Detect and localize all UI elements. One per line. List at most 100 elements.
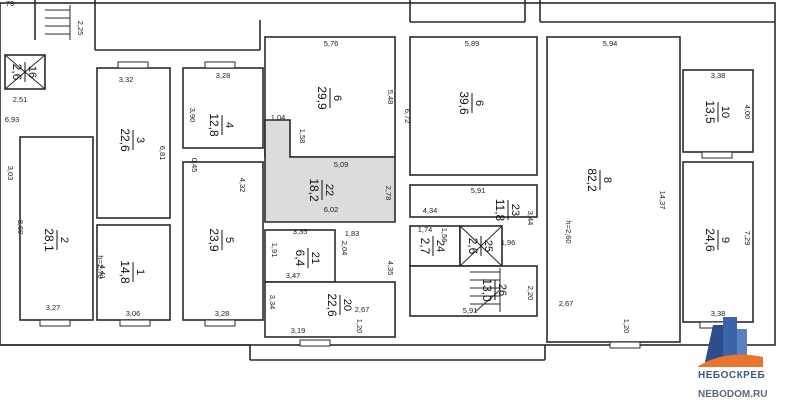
room-area: 6,4 — [293, 250, 307, 267]
ceiling-height-label: h=2,60 — [564, 220, 573, 243]
dimension-label: 2,78 — [384, 186, 393, 201]
window — [701, 151, 733, 159]
dimension-label: 7,29 — [743, 231, 752, 246]
room-22 — [264, 119, 396, 223]
dimension-label: 3,35 — [293, 227, 308, 236]
dimension-label: 5,76 — [324, 39, 339, 48]
dimension-label: 1,20 — [355, 319, 364, 334]
plan-dimensions: 3,326,818,603,27h=2,704,413,063,283,900,… — [5, 0, 752, 335]
dimension-label: 0,45 — [190, 158, 199, 173]
room-2 — [19, 136, 94, 321]
dimension-label: 3,06 — [126, 309, 141, 318]
dimension-label: 3,38 — [711, 71, 726, 80]
dimension-label: 1,74 — [418, 225, 433, 234]
room-area: 82,2 — [585, 168, 599, 192]
room-label-r25: 252,6 — [466, 236, 494, 256]
outer-wall — [0, 2, 776, 346]
room-area: 14,8 — [118, 260, 132, 284]
room-number: 23 — [509, 204, 521, 216]
room-number: 6 — [473, 100, 485, 106]
room-area: 22,6 — [325, 293, 339, 317]
room-number: 5 — [223, 237, 235, 243]
dimension-label: 1,91 — [270, 243, 279, 258]
dimension-label: 3,28 — [216, 71, 231, 80]
room-label-r4: 412,8 — [207, 113, 235, 137]
room-label-r6a: 629,9 — [315, 86, 343, 110]
brand-name: НЕБОСКРЕБ — [698, 370, 765, 381]
dimension-label: 3,38 — [711, 309, 726, 318]
dimension-label: 4,32 — [238, 178, 247, 193]
window — [204, 319, 236, 327]
ceiling-height-label: h=2,70 — [96, 255, 105, 278]
dimension-label: 3,34 — [268, 295, 277, 310]
room-number: 3 — [134, 137, 146, 143]
room-number: 1 — [134, 269, 146, 275]
room-8 — [546, 36, 681, 343]
dimension-label: 2,04 — [340, 241, 349, 256]
room-area: 11,8 — [493, 199, 507, 222]
dimension-label: 5,94 — [603, 39, 618, 48]
room-number: 22 — [323, 184, 335, 196]
dimension-label: 5,89 — [465, 39, 480, 48]
dimension-label: 1,96 — [501, 238, 516, 247]
dimension-label: 2,20 — [526, 286, 535, 301]
room-label-r5: 523,9 — [207, 228, 235, 252]
dimension-label: 6,02 — [324, 205, 339, 214]
dimension-label: 6,93 — [5, 115, 20, 124]
dimension-label: 4,34 — [423, 206, 438, 215]
room-area: 2,6 — [466, 238, 480, 255]
room-number: 26 — [496, 284, 508, 296]
dimension-label: 3,27 — [46, 303, 61, 312]
logo-building-icon — [705, 325, 723, 362]
room-area: 2,6 — [10, 64, 24, 81]
room-6b — [409, 36, 538, 176]
room-label-r1: 114,8 — [118, 260, 146, 284]
window — [39, 319, 71, 327]
room-area: 23,9 — [207, 228, 221, 252]
dimension-label: 4,35 — [386, 261, 395, 276]
window — [117, 61, 149, 69]
plan-labels: 322,6228,1114,8412,8523,9629,92218,2639,… — [10, 62, 731, 317]
room-5 — [182, 161, 264, 321]
room-label-r16: 162,6 — [10, 62, 38, 82]
room-area: 28,1 — [42, 228, 56, 252]
room-label-r9: 924,6 — [703, 228, 731, 252]
dimension-label: 3,19 — [291, 326, 306, 335]
room-label-r8: 882,2 — [585, 168, 613, 192]
room-area: 24,6 — [703, 228, 717, 252]
logo-swoosh-icon — [697, 354, 763, 367]
room-label-r21: 216,4 — [293, 248, 321, 268]
room-20 — [264, 281, 396, 338]
room-area: 12,8 — [207, 113, 221, 137]
dimension-label: 5,91 — [471, 186, 486, 195]
room-label-r24: 242,7 — [418, 236, 446, 256]
dimension-label: 4,00 — [743, 105, 752, 120]
dimension-label: 2,25 — [76, 21, 85, 36]
dimension-label: 3,32 — [119, 75, 134, 84]
dimension-label: 14,37 — [658, 191, 667, 210]
dimension-label: 1,83 — [345, 229, 360, 238]
room-number: 25 — [482, 240, 494, 252]
dimension-label: 3,90 — [188, 108, 197, 123]
dimension-label: 2,67 — [559, 299, 574, 308]
logo-building-icon — [737, 329, 747, 362]
window — [119, 319, 151, 327]
room-area: 29,9 — [315, 86, 329, 110]
room-number: 4 — [223, 122, 235, 128]
room-area: 22,6 — [118, 128, 132, 152]
room-23 — [409, 184, 538, 218]
dimension-label: 79 — [6, 0, 14, 8]
room-number: 2 — [58, 237, 70, 243]
room-area: 13,5 — [703, 100, 717, 124]
room-number: 9 — [719, 237, 731, 243]
dimension-label: 1,20 — [622, 319, 631, 334]
room-number: 6 — [331, 95, 343, 101]
brand-url: NEBODOM.RU — [698, 389, 767, 400]
room-label-r6b: 639,6 — [457, 91, 485, 115]
